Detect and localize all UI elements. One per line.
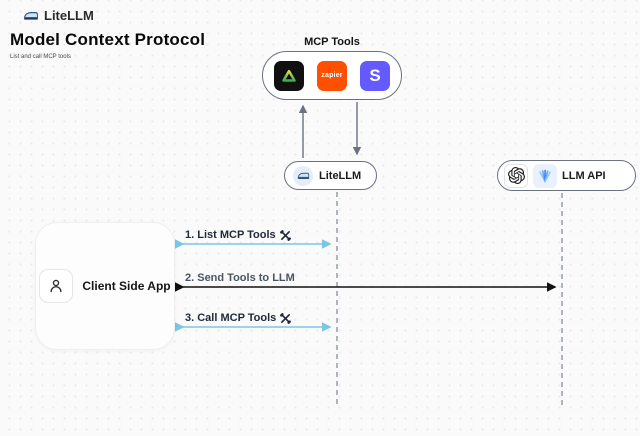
- llm-api-node-label: LLM API: [562, 169, 606, 182]
- green-triangle-tool-icon[interactable]: [274, 60, 304, 91]
- hammer-wrench-icon: [280, 312, 292, 324]
- litellm-train-icon: [23, 10, 39, 22]
- page-subtitle: List and call MCP tools: [10, 54, 71, 60]
- brand-label: LiteLLM: [44, 8, 94, 23]
- litellm-node[interactable]: LiteLLM: [284, 161, 377, 190]
- zapier-label: zapier: [321, 72, 343, 79]
- step3-label-row: 3. Call MCP Tools: [185, 312, 292, 324]
- llm-api-node[interactable]: LLM API: [497, 160, 636, 191]
- client-side-app-label: Client Side App: [82, 279, 171, 293]
- stripe-letter: S: [369, 65, 381, 85]
- blue-fan-provider-icon: [533, 163, 557, 188]
- litellm-node-train-icon: [293, 165, 313, 186]
- step1-label: 1. List MCP Tools: [185, 229, 276, 241]
- step2-label-row: 2. Send Tools to LLM: [185, 272, 295, 284]
- mcp-tools-box[interactable]: zapier S: [262, 51, 402, 100]
- openai-logo-icon: [504, 163, 528, 188]
- page-title: Model Context Protocol: [10, 30, 206, 49]
- client-side-app-node[interactable]: Client Side App: [35, 222, 175, 350]
- brand: LiteLLM: [23, 8, 94, 23]
- hammer-wrench-icon: [279, 229, 291, 241]
- step2-label: 2. Send Tools to LLM: [185, 272, 295, 284]
- stripe-icon[interactable]: S: [360, 60, 390, 91]
- step3-label: 3. Call MCP Tools: [185, 312, 277, 324]
- zapier-icon[interactable]: zapier: [317, 60, 347, 91]
- person-icon: [39, 269, 74, 303]
- mcp-tools-label: MCP Tools: [304, 36, 360, 48]
- step1-label-row: 1. List MCP Tools: [185, 229, 291, 241]
- litellm-node-label: LiteLLM: [319, 169, 362, 182]
